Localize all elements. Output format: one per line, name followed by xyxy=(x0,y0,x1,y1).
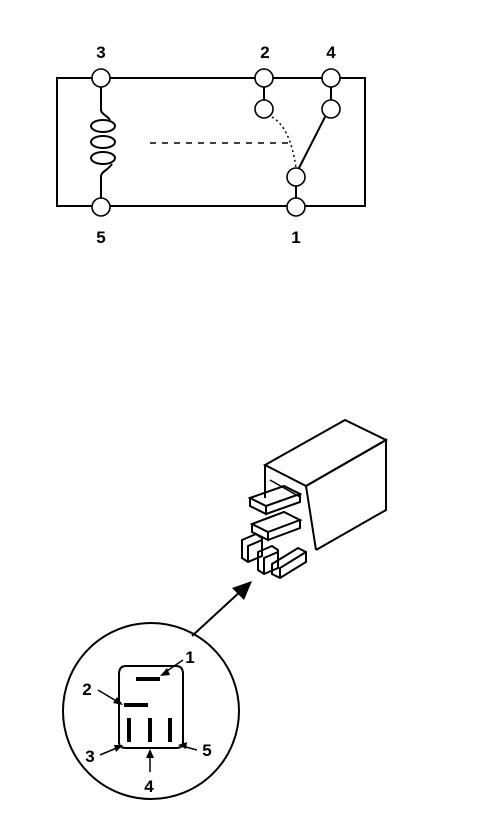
schematic-outline xyxy=(56,77,366,207)
schematic-label-5: 5 xyxy=(96,228,105,247)
schematic-moving-contact xyxy=(286,167,306,187)
connector-slot-1 xyxy=(136,677,160,681)
schematic-terminal-3 xyxy=(91,68,111,88)
relay-schematic: 3 2 4 5 1 xyxy=(56,43,366,247)
connector-slot-4 xyxy=(148,718,152,742)
connector-slot-5 xyxy=(168,718,172,742)
leader-arrow-3 xyxy=(99,745,123,756)
relay-top-face xyxy=(262,418,389,488)
schematic-terminal-5 xyxy=(91,197,111,217)
relay-front-right-edge xyxy=(305,485,317,551)
schematic-contact-4 xyxy=(321,99,341,119)
schematic-terminal-1 xyxy=(286,197,306,217)
connector-housing xyxy=(118,665,184,749)
detail-label-2: 2 xyxy=(82,680,91,699)
relay-right-face xyxy=(305,438,387,551)
schematic-label-1: 1 xyxy=(291,228,300,247)
schematic-terminal-4 xyxy=(321,68,341,88)
schematic-label-3: 3 xyxy=(96,43,105,62)
leader-arrow-2 xyxy=(97,689,123,705)
connector-detail: 1 2 3 4 5 xyxy=(62,622,240,800)
detail-label-3: 3 xyxy=(85,747,94,766)
detail-circle xyxy=(62,622,240,800)
connector-slot-2 xyxy=(124,703,148,707)
leader-arrow-5 xyxy=(178,742,198,751)
schematic-terminal-2 xyxy=(254,68,274,88)
connector-slot-3 xyxy=(127,718,131,742)
nc-contact-dotted xyxy=(271,116,297,169)
relay-body-illustration xyxy=(241,418,389,580)
switch-arm xyxy=(297,114,327,171)
schematic-label-2: 2 xyxy=(260,43,269,62)
leader-arrow-4 xyxy=(146,749,154,772)
schematic-contact-2 xyxy=(254,99,274,119)
detail-label-4: 4 xyxy=(144,777,154,796)
relay-pins xyxy=(241,484,307,580)
detail-label-5: 5 xyxy=(202,741,211,760)
leader-arrow-1 xyxy=(160,659,184,676)
relay-front-detail xyxy=(269,479,301,498)
pointer-arrow-icon xyxy=(191,581,252,637)
schematic-label-4: 4 xyxy=(326,43,336,62)
detail-label-1: 1 xyxy=(185,648,194,667)
coil-icon xyxy=(90,96,116,185)
